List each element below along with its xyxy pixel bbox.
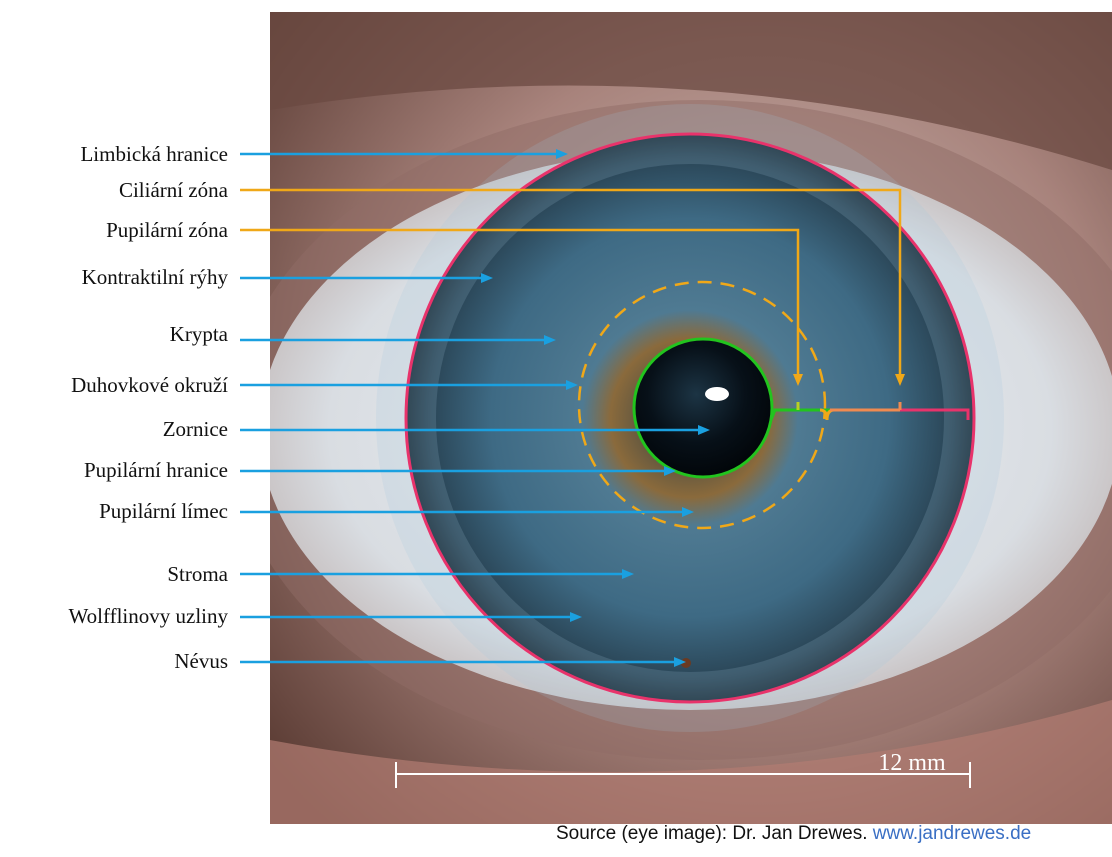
scale-bar-label: 12 mm bbox=[878, 750, 946, 776]
label-nevus: Névus bbox=[174, 650, 228, 672]
label-wolfflin-nodules: Wolfflinovy uzliny bbox=[69, 605, 229, 627]
label-ciliary-zone: Ciliární zóna bbox=[119, 179, 228, 201]
pupil bbox=[635, 340, 771, 476]
label-pupillary-zone: Pupilární zóna bbox=[106, 219, 228, 241]
label-crypt: Krypta bbox=[170, 323, 228, 345]
label-collarette: Duhovkové okruží bbox=[71, 374, 228, 396]
label-stroma: Stroma bbox=[167, 563, 228, 585]
pupil-highlight bbox=[705, 387, 729, 401]
source-credit: Source (eye image): Dr. Jan Drewes. www.… bbox=[556, 823, 1031, 845]
label-pupillary-ruff: Pupilární límec bbox=[99, 500, 228, 522]
label-limbic-border: Limbická hranice bbox=[80, 143, 228, 165]
label-contraction-furrows: Kontraktilní rýhy bbox=[82, 266, 228, 288]
label-pupillary-border: Pupilární hranice bbox=[84, 459, 228, 481]
source-link[interactable]: www.jandrewes.de bbox=[873, 823, 1031, 844]
label-pupil: Zornice bbox=[163, 418, 228, 440]
source-prefix: Source (eye image): Dr. Jan Drewes. bbox=[556, 823, 868, 844]
